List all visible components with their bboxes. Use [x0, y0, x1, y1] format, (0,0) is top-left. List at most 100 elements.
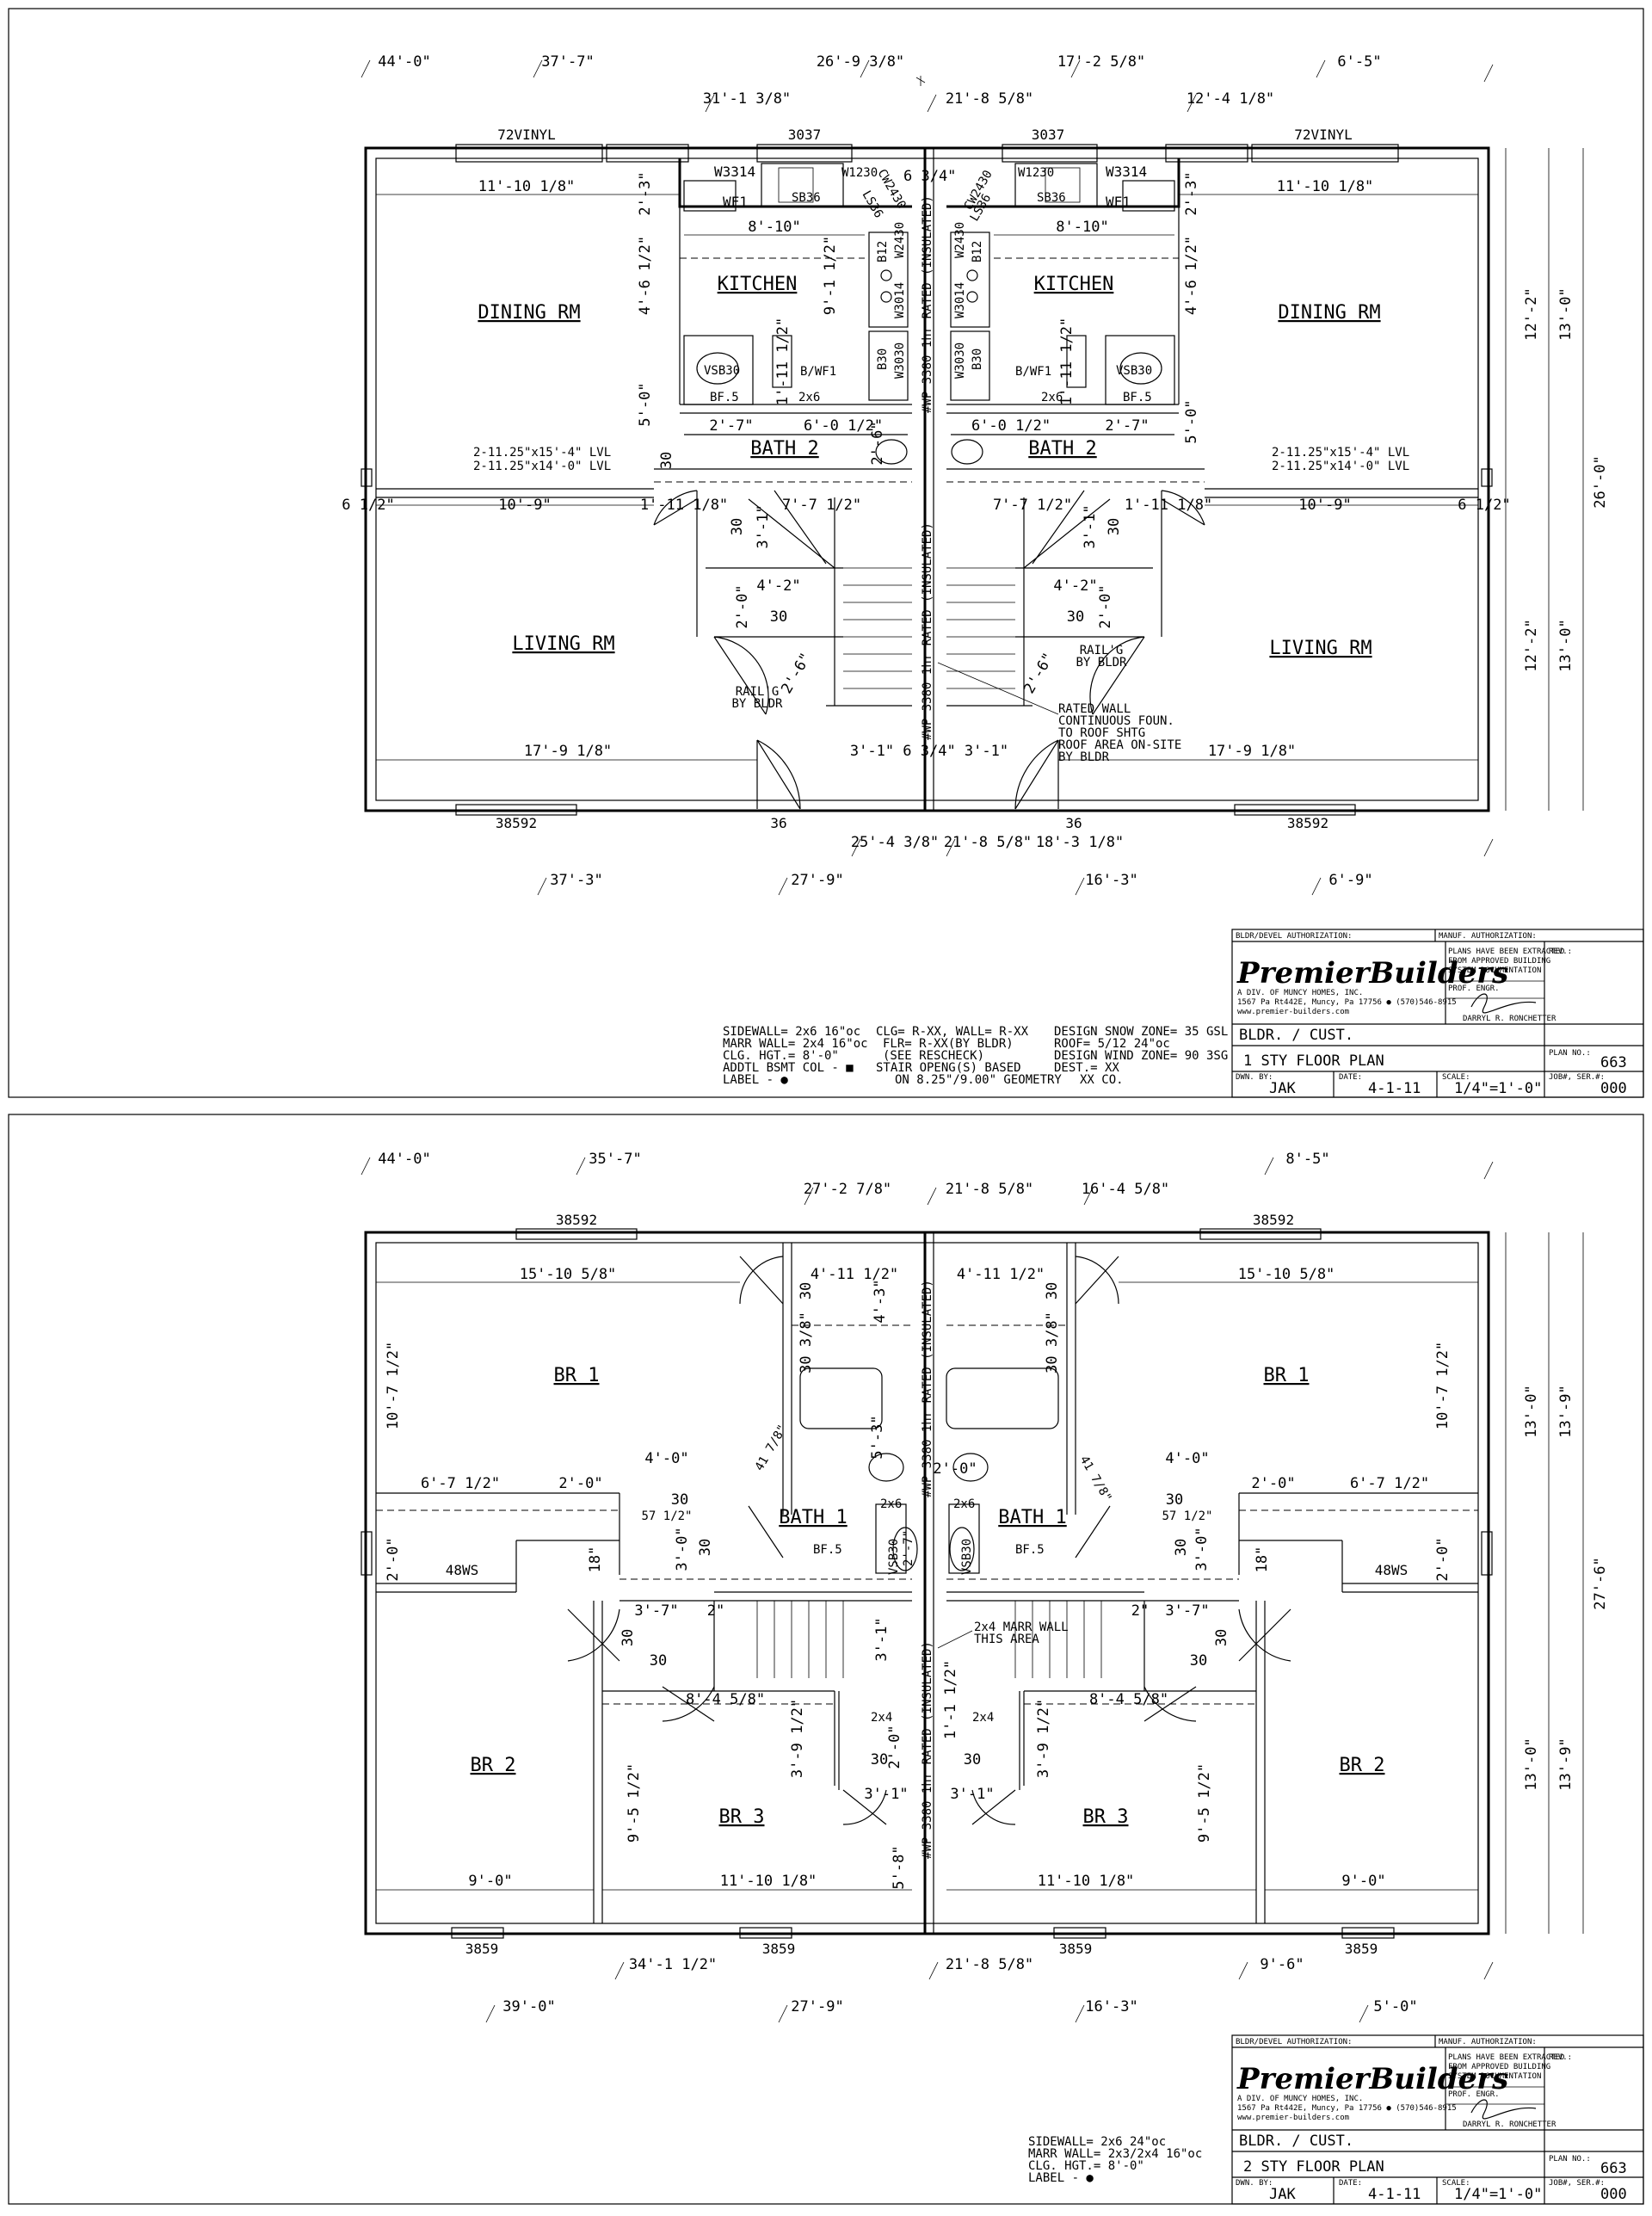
door-label: 36 — [1065, 815, 1082, 831]
dim: 41 7/8" — [753, 1423, 790, 1473]
room-label-bath-left: BATH 1 — [779, 1507, 847, 1528]
dim: 12'-4 1/8" — [1187, 90, 1274, 108]
dim: 4'-0" — [644, 1450, 688, 1467]
fixture: BF.5 — [813, 1543, 842, 1557]
dim: 3'-1" — [755, 504, 772, 548]
dim: 8'-10" — [1056, 219, 1108, 236]
dim: 2'-0" — [1097, 584, 1114, 628]
dim: 30 — [729, 518, 746, 535]
fixture: W1230 — [841, 166, 878, 180]
sheet-1-border — [8, 8, 1644, 1098]
address-line: A DIV. OF MUNCY HOMES, INC. — [1237, 989, 1363, 997]
fixture: BF.5 — [1123, 391, 1152, 404]
dim: 30 — [620, 1629, 637, 1646]
fixture: W2430 — [893, 222, 907, 258]
fixture: W3014 — [953, 282, 967, 318]
dim: 2'-0" — [1434, 1537, 1452, 1581]
dim: 8'-4 5/8" — [686, 1691, 765, 1708]
fixture: 2x6 — [798, 391, 820, 404]
date-value: 4-1-11 — [1368, 2186, 1421, 2203]
note-line: FLR= R-XX(BY BLDR) — [883, 1037, 1014, 1051]
room-label-kitchen-left: KITCHEN — [718, 274, 798, 295]
dim: 9'-1 1/2" — [822, 236, 839, 315]
engineer-signature — [1470, 2099, 1537, 2120]
note-line: SIDEWALL= 2x6 16"oc — [723, 1025, 860, 1039]
beam-note: 2-11.25"x15'-4" LVL — [473, 446, 611, 460]
dim: 4'-0" — [1165, 1450, 1209, 1467]
door-label: 36 — [770, 815, 786, 831]
dim: 13'-9" — [1557, 1385, 1575, 1437]
note-line: XX CO. — [1080, 1073, 1124, 1087]
dim: 1'-11 1/8" — [1125, 497, 1212, 514]
window-label: 72VINYL — [1294, 127, 1352, 143]
room-label-br1-right: BR 1 — [1264, 1365, 1310, 1386]
dim: 10'-9" — [1298, 497, 1351, 514]
window-label: 3037 — [788, 127, 822, 143]
beam-note: 2-11.25"x15'-4" LVL — [1272, 446, 1409, 460]
fixture: W2430 — [953, 222, 967, 258]
drawn-by: JAK — [1269, 1080, 1296, 1097]
plan1-beam-lines — [654, 257, 1205, 483]
plan1-bottom-dimensions: 25'-4 3/8" 21'-8 5/8" 18'-3 1/8" 37'-3" … — [537, 834, 1494, 896]
note-line: LABEL - ● — [1028, 2171, 1094, 2185]
drawn-by-label: DWN. BY: — [1236, 2179, 1273, 2188]
drawn-by: JAK — [1269, 2186, 1296, 2203]
dim: 3'-1" 6 3/4" 3'-1" — [850, 743, 1008, 760]
fixture: W1230 — [1018, 166, 1054, 180]
dim: 2'-0" — [933, 1460, 977, 1478]
fixture: VSB30 — [1116, 364, 1152, 378]
dim: 3'-0" — [674, 1527, 691, 1571]
room-label-living-right: LIVING RM — [1269, 638, 1372, 659]
dim: 21'-8 5/8" — [944, 834, 1032, 851]
note-line: RAIL'G — [1080, 644, 1124, 657]
dim: 13'-0" — [1557, 287, 1575, 340]
dim: 8'-4 5/8" — [1089, 1691, 1168, 1708]
room-label-living-left: LIVING RM — [512, 633, 614, 655]
stamp-line: PLANS HAVE BEEN EXTRACTED — [1448, 948, 1564, 956]
dim: 21'-8 5/8" — [946, 90, 1033, 108]
dim: 30 — [798, 1282, 815, 1299]
dim: 30 — [1067, 608, 1084, 626]
plan1-interior-dimensions: 11'-10 1/8" 11'-10 1/8" 8'-10" 8'-10" 6 … — [342, 168, 1511, 761]
dim: 31'-1 3/8" — [703, 90, 791, 108]
dim: 6'-7 1/2" — [421, 1475, 500, 1492]
dim: 15'-10 5/8" — [520, 1266, 617, 1283]
note-line: BY BLDR — [731, 697, 783, 711]
sheet-2: 44'-0" 35'-7" 8'-5" 27'-2 7/8" 21'-8 5/8… — [8, 1114, 1644, 2205]
beam-note: 2-11.25"x14'-0" LVL — [1272, 460, 1409, 473]
window-label: 3859 — [465, 1941, 499, 1957]
dim: 5'-3" — [869, 1415, 886, 1459]
plan-no-label: PLAN NO.: — [1549, 2155, 1591, 2164]
sheet-1: 44'-0" 37'-7" 26'-9 3/8" 17'-2 5/8" 6'-5… — [8, 8, 1644, 1098]
note-line: ADDTL BSMT COL - ■ — [723, 1061, 854, 1075]
job-number: 000 — [1600, 1080, 1627, 1097]
window-label: 3859 — [1059, 1941, 1093, 1957]
dim: 11'-10 1/8" — [1038, 1873, 1135, 1890]
dim: 7'-7 1/2" — [993, 497, 1072, 514]
date-label: DATE: — [1339, 1073, 1362, 1082]
fixture: LS36 — [860, 188, 886, 220]
brand-logo: PremierBuilders — [1236, 956, 1508, 991]
window-label: 38592 — [1253, 1212, 1294, 1228]
plan2-beam-lines — [376, 1324, 1478, 1705]
dim: 2'-6" — [1020, 650, 1057, 696]
dim: 2'-6" — [778, 650, 815, 696]
note-line: STAIR OPENG(S) BASED — [876, 1061, 1021, 1075]
dim: 30 — [658, 452, 675, 469]
stamp-line: FROM APPROVED BUILDING — [1448, 957, 1550, 966]
dim: 9'-0" — [468, 1873, 512, 1890]
prof-engr-label: PROF. ENGR. — [1448, 2090, 1500, 2099]
dim: 30 — [650, 1652, 667, 1670]
dim: 26'-0" — [1592, 455, 1609, 508]
dim: 30 3/8" — [1044, 1312, 1061, 1373]
title-header: BLDR/DEVEL AUTHORIZATION: — [1236, 2038, 1352, 2046]
dim: 57 1/2" — [641, 1509, 692, 1523]
dim: 30 — [1190, 1652, 1207, 1670]
customer-label: BLDR. / CUST. — [1239, 1027, 1353, 1044]
dim: 37'-7" — [541, 53, 594, 71]
dim: 39'-0" — [502, 1998, 555, 2015]
engineer-signature — [1470, 993, 1537, 1014]
fixture: WF1 — [1106, 194, 1131, 210]
plan-number: 663 — [1600, 1054, 1627, 1071]
dim: 17'-9 1/8" — [524, 743, 612, 760]
